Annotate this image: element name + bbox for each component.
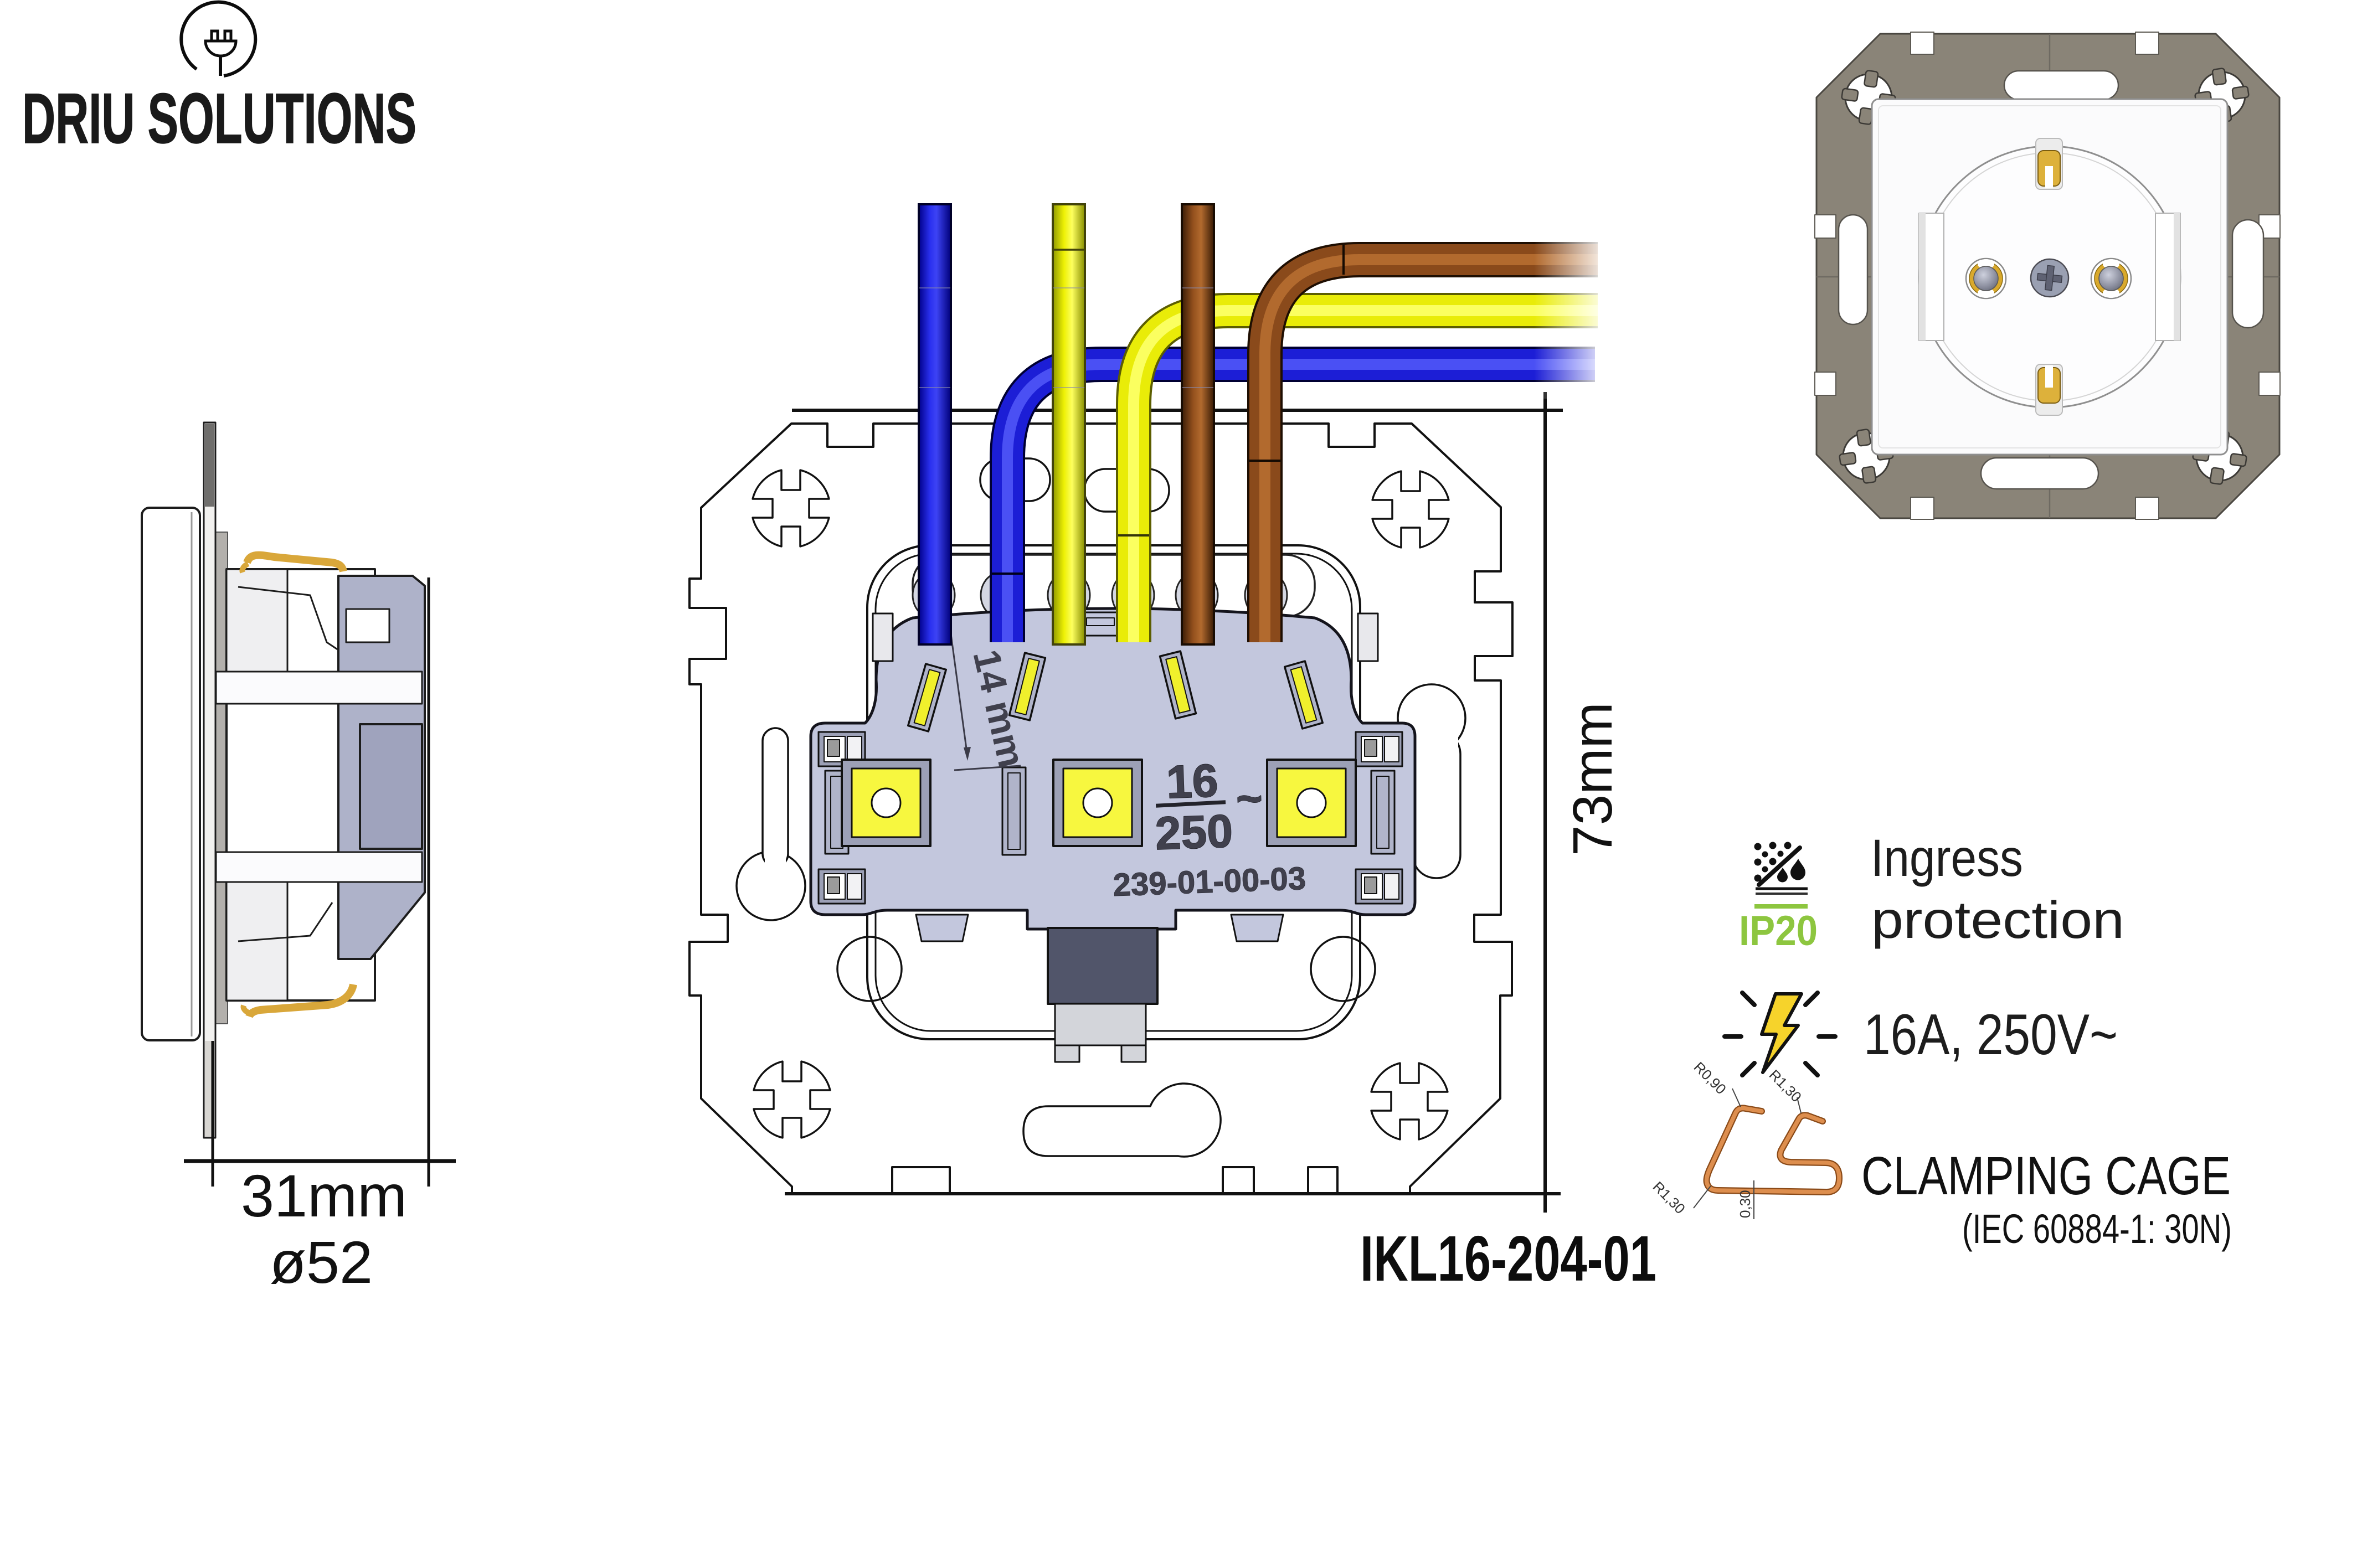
svg-text:Ingress: Ingress — [1871, 829, 2023, 888]
svg-text:CLAMPING CAGE: CLAMPING CAGE — [1861, 1146, 2231, 1206]
svg-text:IKL16-204-01: IKL16-204-01 — [1360, 1223, 1656, 1294]
svg-text:~: ~ — [1235, 773, 1263, 824]
svg-text:16: 16 — [1165, 754, 1219, 808]
svg-text:16A, 250V~: 16A, 250V~ — [1864, 1003, 2118, 1067]
svg-text:0,30: 0,30 — [1737, 1190, 1753, 1218]
svg-text:(IEC 60884-1: 30N): (IEC 60884-1: 30N) — [1962, 1206, 2232, 1252]
svg-text:31mm: 31mm — [241, 1162, 407, 1229]
svg-text:73mm: 73mm — [1562, 702, 1624, 856]
svg-text:DRIU SOLUTIONS: DRIU SOLUTIONS — [22, 79, 416, 158]
svg-text:239-01-00-03: 239-01-00-03 — [1113, 860, 1306, 903]
svg-text:IP20: IP20 — [1739, 907, 1818, 955]
svg-text:250: 250 — [1154, 804, 1233, 859]
svg-text:R0,90: R0,90 — [1691, 1059, 1730, 1097]
svg-text:R1,30: R1,30 — [1650, 1178, 1689, 1217]
svg-text:R1,30: R1,30 — [1766, 1066, 1805, 1105]
svg-text:protection: protection — [1871, 891, 2124, 950]
svg-text:ø52: ø52 — [270, 1229, 373, 1296]
